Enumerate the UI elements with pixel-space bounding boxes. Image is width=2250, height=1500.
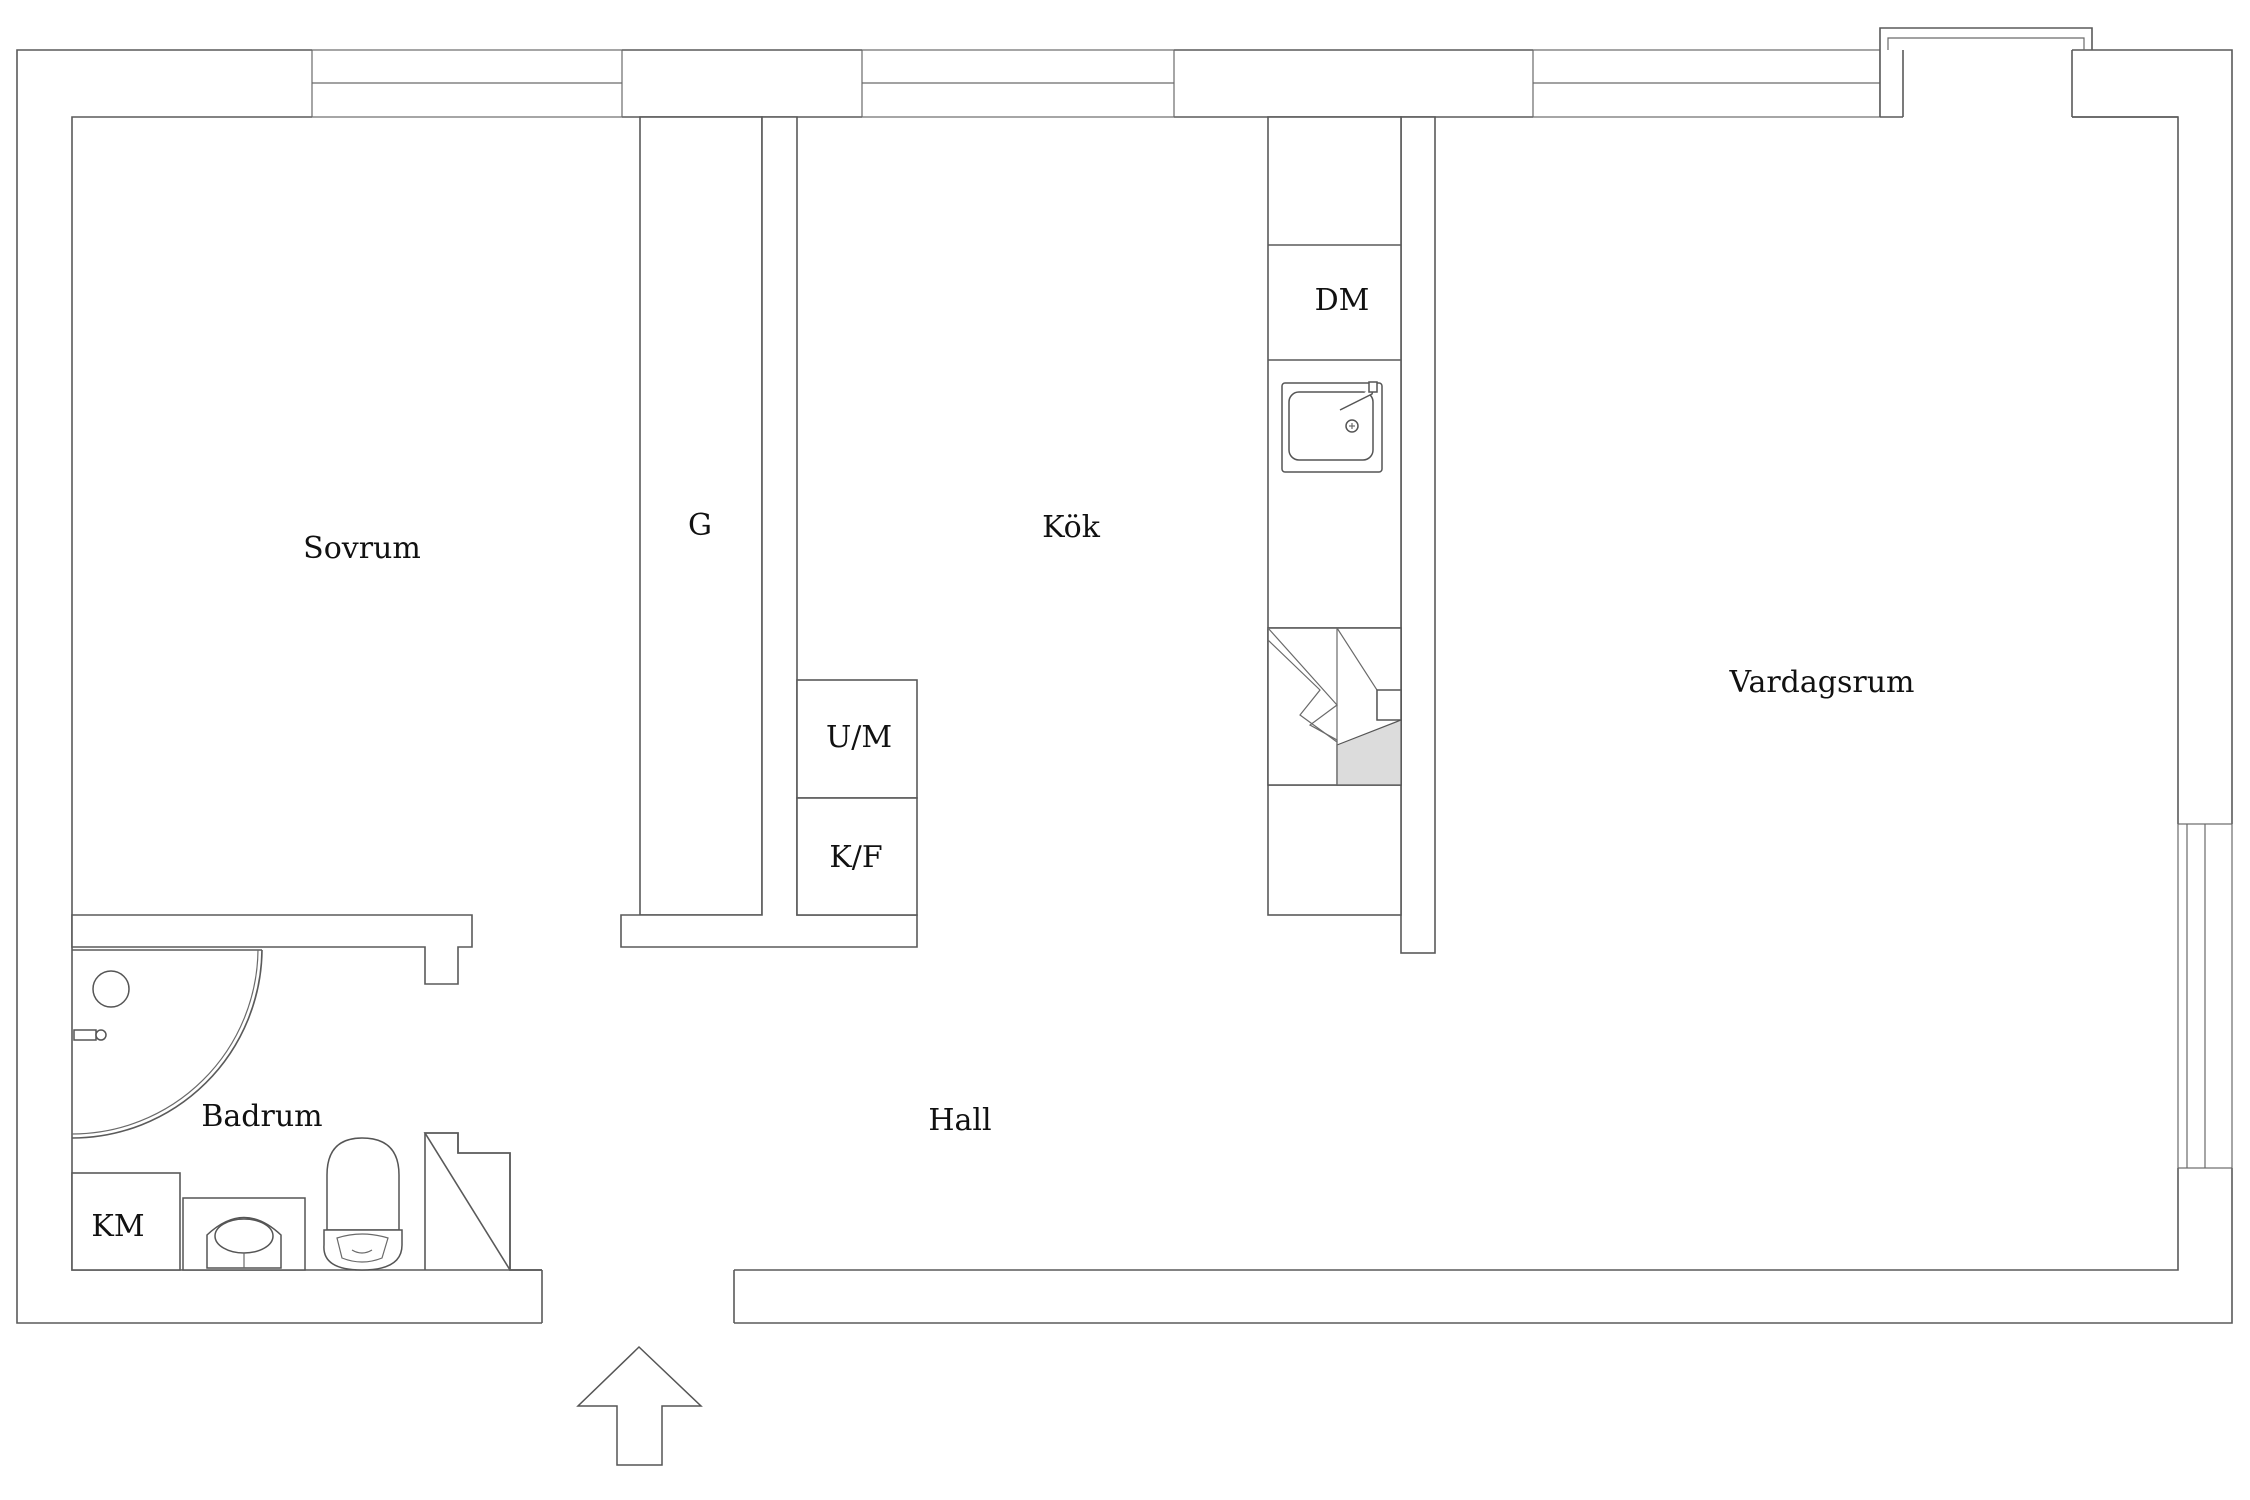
entrance-arrow-icon [576,1345,703,1466]
washbasin-icon [182,1197,306,1271]
shower-icon [71,949,263,1139]
kitchen-living-wall [1400,116,1436,954]
room-label-sovrum: Sovrum [303,531,421,566]
kitchen-counter [1267,116,1402,916]
bedroom-wall [71,914,473,985]
toilet-icon [323,1137,403,1271]
washing-machine [71,1172,181,1271]
outer-walls [16,49,2233,1324]
entrance-opening [542,1268,734,1324]
kitchen-sink-icon [1281,381,1383,473]
bathroom-partition [424,1132,542,1271]
appliance-label-fridge-freezer: K/F [829,840,882,875]
windows-top [311,49,1881,118]
appliance-label-oven-microwave: U/M [826,720,892,755]
room-label-kok: Kök [1042,510,1101,545]
balcony-door [1879,27,2178,118]
appliance-tower [796,679,918,916]
room-label-hall: Hall [928,1103,991,1138]
appliance-label-washing-machine: KM [91,1209,144,1244]
room-label-vardagsrum: Vardagsrum [1729,665,1915,700]
room-label-badrum: Badrum [201,1099,322,1134]
room-label-garderob: G [688,508,712,543]
appliance-label-dishwasher: DM [1315,283,1370,318]
stove-icon [1267,627,1402,786]
window-right [2177,823,2233,1169]
kitchen-left-wall [620,116,918,948]
